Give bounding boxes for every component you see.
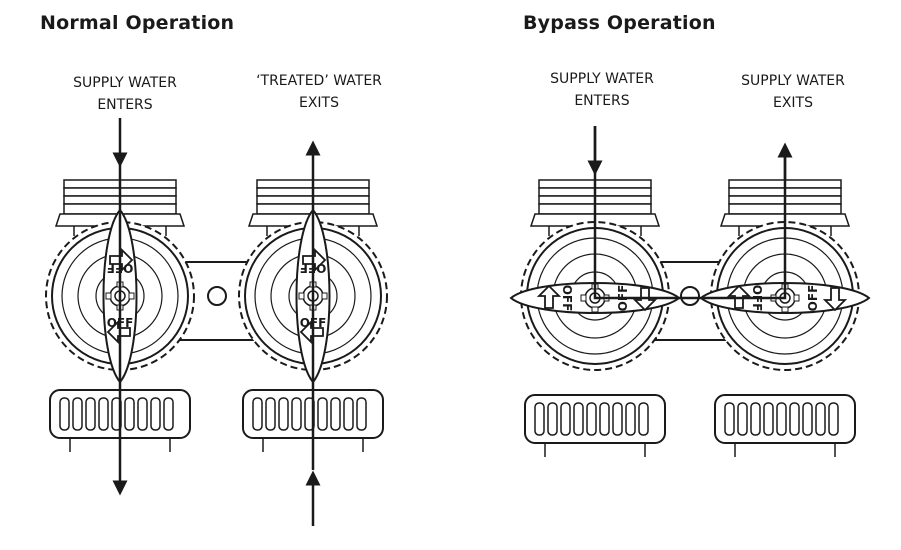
bypass-left-nut bbox=[524, 394, 666, 458]
bypass-right-nut bbox=[714, 394, 856, 458]
normal-operation-title: Normal Operation bbox=[40, 12, 235, 34]
bypass-left-off-left: OFF bbox=[560, 285, 574, 312]
bypass-right-off-right: OFF bbox=[806, 285, 820, 312]
bypass-flow-path bbox=[593, 126, 787, 300]
normal-outlet-label: ‘TREATED’ WATER EXITS bbox=[256, 73, 382, 111]
normal-valve-assembly: OFF OFF OFF OFF bbox=[45, 179, 388, 453]
bypass-valve-assembly: OFF OFF OFF OFF bbox=[510, 179, 870, 458]
bypass-outlet-label: SUPPLY WATER EXITS bbox=[741, 73, 845, 111]
normal-inlet-label: SUPPLY WATER ENTERS bbox=[73, 75, 177, 113]
bypass-operation-title: Bypass Operation bbox=[523, 12, 716, 34]
bypass-inlet-label: SUPPLY WATER ENTERS bbox=[550, 71, 654, 109]
